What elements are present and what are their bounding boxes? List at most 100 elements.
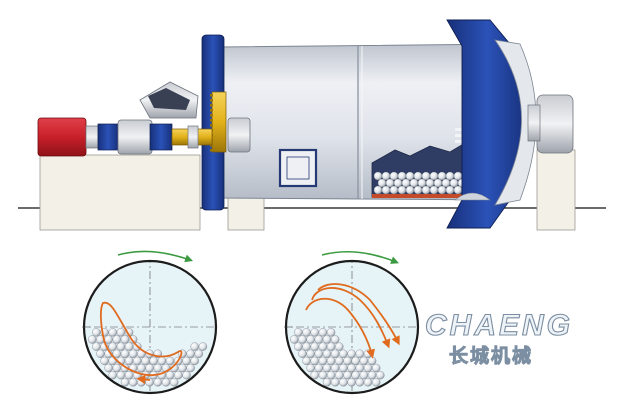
grinding-ball <box>108 342 117 351</box>
grinding-ball <box>331 349 340 358</box>
grinding-ball <box>306 335 315 344</box>
grinding-ball <box>318 356 328 366</box>
grinding-ball <box>326 328 336 337</box>
grinding-ball <box>405 171 415 181</box>
grinding-ball <box>298 335 307 344</box>
grinding-ball <box>314 363 323 373</box>
grinding-ball <box>433 178 443 188</box>
grinding-ball <box>298 349 307 358</box>
grinding-ball <box>347 363 356 373</box>
grinding-ball <box>137 363 146 373</box>
grinding-ball <box>124 370 134 380</box>
grinding-ball <box>198 342 208 351</box>
grinding-ball <box>389 171 399 181</box>
motor-base <box>39 154 201 231</box>
grinding-ball <box>153 378 163 387</box>
grinding-ball <box>314 349 323 358</box>
grinding-ball <box>145 363 154 373</box>
cross-section-cascading <box>82 250 218 395</box>
girth-gear <box>211 91 227 153</box>
grinding-ball <box>322 378 332 387</box>
grinding-ball <box>128 349 138 358</box>
grinding-ball <box>397 171 407 181</box>
company-logo: CHAENG 长城机械 <box>424 308 570 367</box>
grinding-ball <box>112 335 122 344</box>
media-path-cataracting <box>317 283 400 346</box>
grinding-ball <box>120 349 130 358</box>
grinding-ball <box>108 328 117 337</box>
grinding-ball <box>347 378 356 387</box>
grinding-ball <box>314 335 323 344</box>
grinding-ball <box>186 349 195 358</box>
grinding-ball <box>302 342 311 351</box>
grinding-ball <box>174 370 183 380</box>
grinding-ball <box>389 185 399 195</box>
grinding-ball <box>335 342 344 351</box>
grinding-ball <box>397 185 407 195</box>
grinding-ball <box>409 178 419 188</box>
grinding-ball <box>359 370 369 380</box>
grinding-ball <box>104 335 113 344</box>
grinding-ball <box>335 356 344 366</box>
grinding-ball <box>92 328 101 337</box>
hatch-inner <box>286 156 310 180</box>
grinding-ball <box>169 378 179 387</box>
grinding-ball <box>112 363 122 373</box>
grinding-ball <box>326 370 336 380</box>
grinding-ball <box>381 185 391 195</box>
gear-tooth <box>210 104 213 107</box>
grinding-ball <box>326 356 336 366</box>
media-path-cascading <box>99 301 183 377</box>
media-path-arrow <box>136 375 151 385</box>
gear-tooth <box>210 99 213 102</box>
grinding-ball <box>302 356 311 366</box>
grinding-ball <box>373 171 383 181</box>
grinding-ball <box>124 356 134 366</box>
grinding-ball <box>372 378 381 387</box>
grinding-ball <box>182 370 191 380</box>
grinding-ball <box>393 178 403 188</box>
gear-tooth <box>210 114 213 117</box>
grinding-ball <box>141 356 150 366</box>
grinding-ball <box>331 363 340 373</box>
grinding-ball <box>116 342 126 351</box>
grinding-ball <box>347 349 356 358</box>
grinding-ball <box>318 328 328 337</box>
grinding-ball <box>445 185 455 195</box>
grinding-ball <box>449 178 459 188</box>
grinding-ball <box>335 370 344 380</box>
grinding-ball <box>421 171 431 181</box>
grinding-ball <box>372 363 381 373</box>
grinding-ball <box>429 185 439 195</box>
grinding-ball <box>401 178 411 188</box>
grinding-ball <box>194 349 204 358</box>
grinding-ball <box>104 363 113 373</box>
grinding-ball <box>437 171 447 181</box>
grinding-ball <box>326 342 336 351</box>
rotation-arrow <box>321 250 399 264</box>
grinding-ball <box>351 356 360 366</box>
grinding-ball <box>108 370 117 380</box>
grinding-ball <box>310 356 319 366</box>
grinding-ball <box>165 356 175 366</box>
gear-reducer <box>117 119 153 155</box>
drive-train <box>37 81 251 157</box>
grinding-ball <box>376 370 385 380</box>
grinding-ball <box>425 178 435 188</box>
grinding-ball <box>96 349 105 358</box>
grinding-ball <box>182 356 191 366</box>
grinding-ball <box>290 335 299 344</box>
gear-tooth <box>210 119 213 122</box>
gear-tooth <box>210 149 213 152</box>
discharge-material <box>454 192 491 201</box>
motor-end-cap <box>85 125 99 149</box>
grinding-ball <box>437 185 447 195</box>
grinding-ball <box>421 185 431 195</box>
reducer-coupling <box>149 123 173 151</box>
grinding-ball <box>190 356 199 366</box>
grinding-ball <box>343 370 352 380</box>
grinding-media <box>290 328 385 387</box>
grinding-ball <box>310 328 319 337</box>
logo-chinese: 长城机械 <box>449 344 533 367</box>
